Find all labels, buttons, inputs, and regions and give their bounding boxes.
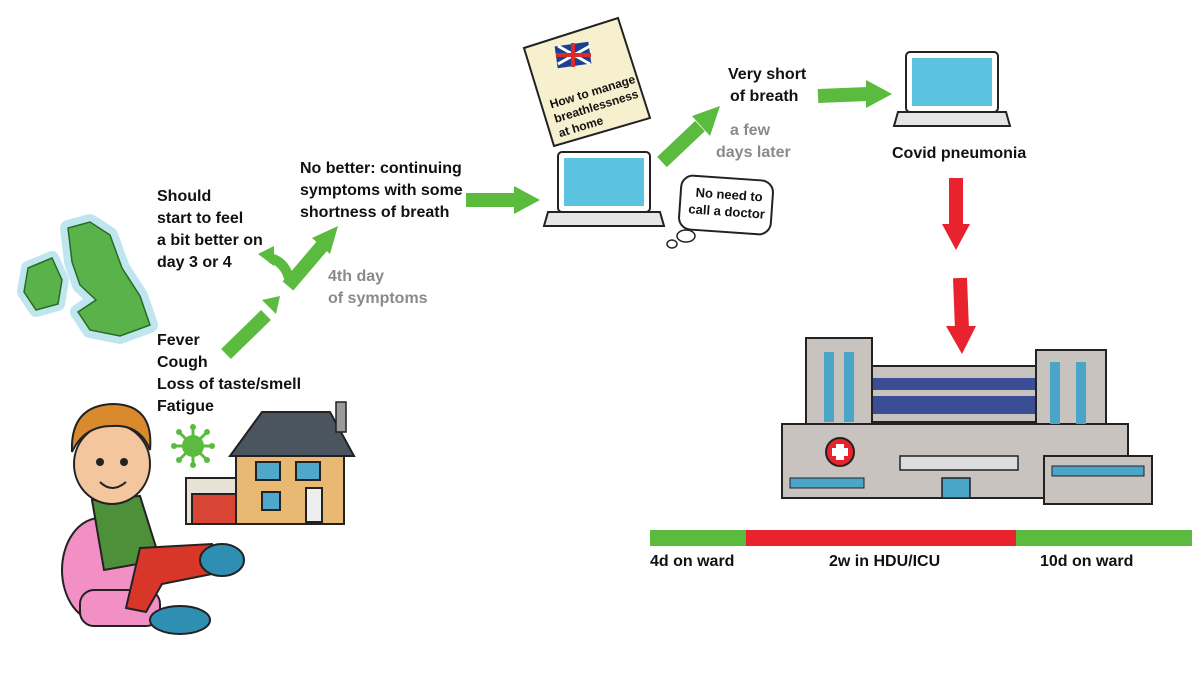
label-line: of symptoms (328, 290, 428, 307)
leaflet-icon (522, 16, 652, 148)
label-line: Very short (728, 66, 807, 83)
label-line: Should (157, 188, 212, 205)
fourth-day-label: 4th day of symptoms (328, 266, 428, 310)
few-days-later-label: a few days later (716, 120, 791, 164)
thought-bubble (666, 174, 774, 249)
uk-map-icon (17, 214, 158, 344)
green-arrow-3 (466, 186, 540, 214)
timeline-bar-ward-1 (650, 530, 746, 546)
label-line: day 3 or 4 (157, 254, 232, 271)
timeline-label-ward-2: 10d on ward (1040, 553, 1134, 570)
label-line: a few (730, 122, 771, 139)
label-line: Fever (157, 332, 200, 349)
green-arrow-1 (221, 296, 280, 360)
label-line: shortness of breath (300, 204, 450, 221)
green-arrow-4 (657, 106, 720, 168)
timeline-label-ward-1: 4d on ward (650, 553, 735, 570)
house-icon (185, 401, 356, 525)
label-line: No better: continuing (300, 160, 462, 177)
label-line: symptoms with some (300, 182, 463, 199)
should-feel-better-label: Should start to feel a bit better on day… (157, 186, 263, 274)
virus-icon (171, 424, 215, 468)
laptop-icon-1 (542, 151, 666, 227)
timeline-bar-icu (746, 530, 1016, 546)
no-better-label: No better: continuing symptoms with some… (300, 158, 463, 224)
label-line: start to feel (157, 210, 244, 227)
very-short-label: Very short of breath (728, 64, 806, 108)
green-curve-arrow (258, 246, 295, 284)
label-line: days later (716, 144, 791, 161)
green-arrow-5 (817, 80, 892, 108)
symptoms-label: Fever Cough Loss of taste/smell Fatigue (157, 330, 301, 418)
person-icon (61, 402, 245, 635)
covid-pneumonia-label: Covid pneumonia (892, 145, 1027, 162)
label-line: Loss of taste/smell (157, 376, 302, 393)
label-line: Fatigue (157, 398, 214, 415)
red-arrow-1 (942, 178, 970, 250)
uk-flag-icon (554, 41, 592, 69)
hospital-icon (781, 337, 1153, 505)
label-line: of breath (730, 88, 799, 105)
red-arrow-2 (946, 277, 976, 354)
label-line: 4th day (328, 268, 385, 285)
timeline-bar-ward-2 (1016, 530, 1192, 546)
label-line: Cough (157, 354, 208, 371)
label-line: a bit better on (157, 232, 263, 249)
no-need-doctor-label: No need to call a doctor (688, 183, 767, 222)
timeline-label-icu: 2w in HDU/ICU (829, 553, 941, 570)
laptop-icon-2 (892, 51, 1012, 127)
